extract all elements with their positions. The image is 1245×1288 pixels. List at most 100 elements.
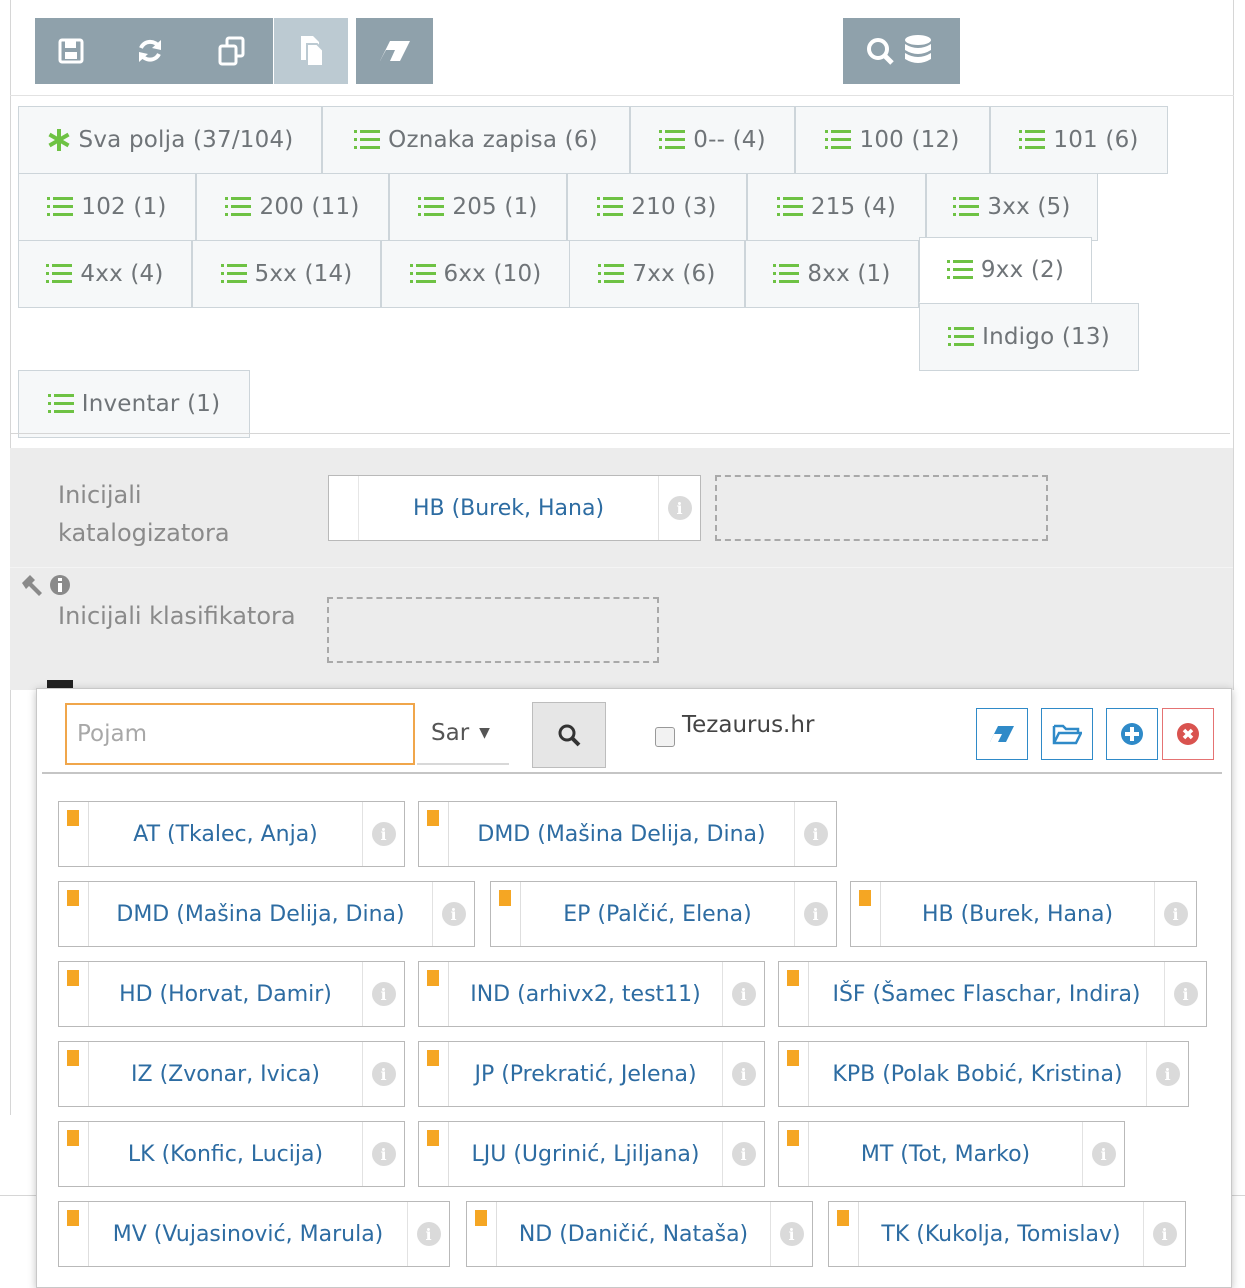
tab-5xx[interactable]: 5xx (14): [192, 240, 381, 308]
cataloguer-value-chip[interactable]: HB (Burek, Hana) i: [328, 475, 701, 541]
info-icon[interactable]: i: [1164, 962, 1206, 1026]
refresh-button[interactable]: [112, 18, 188, 84]
info-icon[interactable]: i: [362, 1042, 404, 1106]
person-chip[interactable]: IŠF (Šamec Flaschar, Indira) i: [778, 961, 1207, 1027]
tab-3xx[interactable]: 3xx (5): [926, 173, 1098, 241]
person-chip[interactable]: IND (arhivx2, test11)i: [418, 961, 765, 1027]
tab-215[interactable]: 215 (4): [747, 173, 926, 241]
plus-circle-icon: [1121, 723, 1143, 745]
person-chip[interactable]: EP (Palčić, Elena)i: [490, 881, 837, 947]
save-button[interactable]: [36, 18, 106, 84]
list-icon: [776, 196, 803, 218]
tab-label: Sva polja (37/104): [78, 127, 294, 153]
person-chip[interactable]: DMD (Mašina Delija, Dina)i: [58, 881, 475, 947]
search-database-button[interactable]: [843, 18, 960, 84]
info-icon[interactable]: i: [722, 1122, 764, 1186]
tab-indigo[interactable]: Indigo (13): [919, 303, 1139, 371]
tools-icon[interactable]: [18, 573, 78, 599]
tab-label: 6xx (10): [443, 261, 542, 287]
info-icon[interactable]: i: [770, 1202, 812, 1266]
list-icon: [598, 263, 625, 285]
info-icon[interactable]: i: [1154, 882, 1196, 946]
tab-8xx[interactable]: 8xx (1): [745, 240, 919, 308]
search-input[interactable]: [65, 703, 415, 765]
search-mode-select[interactable]: Sar▼: [417, 703, 509, 765]
info-icon[interactable]: i: [794, 882, 836, 946]
add-button[interactable]: [1106, 708, 1158, 760]
person-chip[interactable]: HD (Horvat, Damir)i: [58, 961, 405, 1027]
person-chip[interactable]: LJU (Ugrinić, Ljiljana) i: [418, 1121, 765, 1187]
person-chip[interactable]: AT (Tkalec, Anja)i: [58, 801, 405, 867]
person-name: IŠF (Šamec Flaschar, Indira): [832, 981, 1141, 1007]
tab-6xx[interactable]: 6xx (10): [381, 240, 570, 308]
close-button[interactable]: [1162, 708, 1214, 760]
flag-icon: [829, 1202, 859, 1266]
person-chip[interactable]: IZ (Zvonar, Ivica)i: [58, 1041, 405, 1107]
info-icon[interactable]: i: [1146, 1042, 1188, 1106]
person-chip[interactable]: DMD (Mašina Delija, Dina) i: [418, 801, 837, 867]
tab-9xx[interactable]: 9xx (2): [919, 237, 1092, 303]
tab-label: 102 (1): [81, 194, 167, 220]
copy-button[interactable]: [194, 18, 270, 84]
person-chip[interactable]: MV (Vujasinović, Marula)i: [58, 1201, 450, 1267]
paste-button[interactable]: [274, 18, 348, 84]
tab-200[interactable]: 200 (11): [196, 173, 389, 241]
person-name: LK (Konfic, Lucija): [127, 1141, 324, 1167]
tab-7xx[interactable]: 7xx (6): [569, 240, 745, 308]
info-icon[interactable]: i: [362, 1122, 404, 1186]
tezaurus-checkbox[interactable]: [655, 727, 675, 747]
save-icon: [58, 38, 84, 64]
list-icon: [953, 196, 980, 218]
tab-label: 101 (6): [1053, 127, 1139, 153]
info-icon[interactable]: i: [1143, 1202, 1185, 1266]
popup-divider: [42, 772, 1222, 774]
tabs-baseline: [10, 433, 1230, 434]
info-icon[interactable]: i: [722, 1042, 764, 1106]
tab-100[interactable]: 100 (12): [795, 106, 990, 174]
tab-label: 210 (3): [631, 194, 717, 220]
chevron-down-icon: ▼: [479, 725, 490, 741]
tab-0--[interactable]: 0-- (4): [630, 106, 795, 174]
clear-button[interactable]: [976, 708, 1028, 760]
tab-oznaka[interactable]: Oznaka zapisa (6): [322, 106, 630, 174]
info-icon[interactable]: i: [794, 802, 836, 866]
tab-205[interactable]: 205 (1): [389, 173, 567, 241]
info-icon[interactable]: i: [407, 1202, 449, 1266]
paste-icon: [301, 36, 324, 67]
close-circle-icon: [1177, 723, 1199, 745]
list-icon: [354, 129, 381, 151]
cataloguer-drop-zone[interactable]: [715, 475, 1048, 541]
info-icon[interactable]: i: [432, 882, 474, 946]
search-button[interactable]: [532, 702, 606, 768]
open-folder-button[interactable]: [1041, 708, 1093, 760]
person-chip[interactable]: KPB (Polak Bobić, Kristina)i: [778, 1041, 1189, 1107]
classifier-label: Inicijali klasifikatora: [58, 602, 296, 630]
person-chip[interactable]: TK (Kukolja, Tomislav)i: [828, 1201, 1186, 1267]
field-row-divider: [10, 567, 1233, 568]
tab-inventar[interactable]: Inventar (1): [18, 370, 250, 438]
classifier-drop-zone[interactable]: [327, 597, 659, 663]
tab-sva[interactable]: Sva polja (37/104): [18, 106, 322, 174]
info-icon[interactable]: i: [658, 476, 700, 540]
person-chip[interactable]: JP (Prekratić, Jelena)i: [418, 1041, 765, 1107]
list-icon: [773, 263, 800, 285]
tab-101[interactable]: 101 (6): [990, 106, 1168, 174]
info-icon[interactable]: i: [362, 962, 404, 1026]
info-icon[interactable]: i: [722, 962, 764, 1026]
person-chip[interactable]: LK (Konfic, Lucija) i: [58, 1121, 405, 1187]
tab-102[interactable]: 102 (1): [18, 173, 196, 241]
person-chip[interactable]: ND (Daničić, Nataša)i: [466, 1201, 813, 1267]
tezaurus-label: Tezaurus.hr: [682, 712, 815, 738]
flag-icon: [491, 882, 521, 946]
person-name: DMD (Mašina Delija, Dina): [477, 821, 766, 847]
info-icon[interactable]: i: [1082, 1122, 1124, 1186]
person-name: LJU (Ugrinić, Ljiljana): [471, 1141, 700, 1167]
eraser-button[interactable]: [356, 18, 433, 84]
person-chip[interactable]: MT (Tot, Marko)i: [778, 1121, 1125, 1187]
info-icon[interactable]: i: [362, 802, 404, 866]
person-chip[interactable]: HB (Burek, Hana)i: [850, 881, 1197, 947]
flag-icon: [851, 882, 881, 946]
tab-210[interactable]: 210 (3): [567, 173, 747, 241]
list-icon: [948, 326, 975, 348]
tab-4xx[interactable]: 4xx (4): [18, 240, 192, 308]
